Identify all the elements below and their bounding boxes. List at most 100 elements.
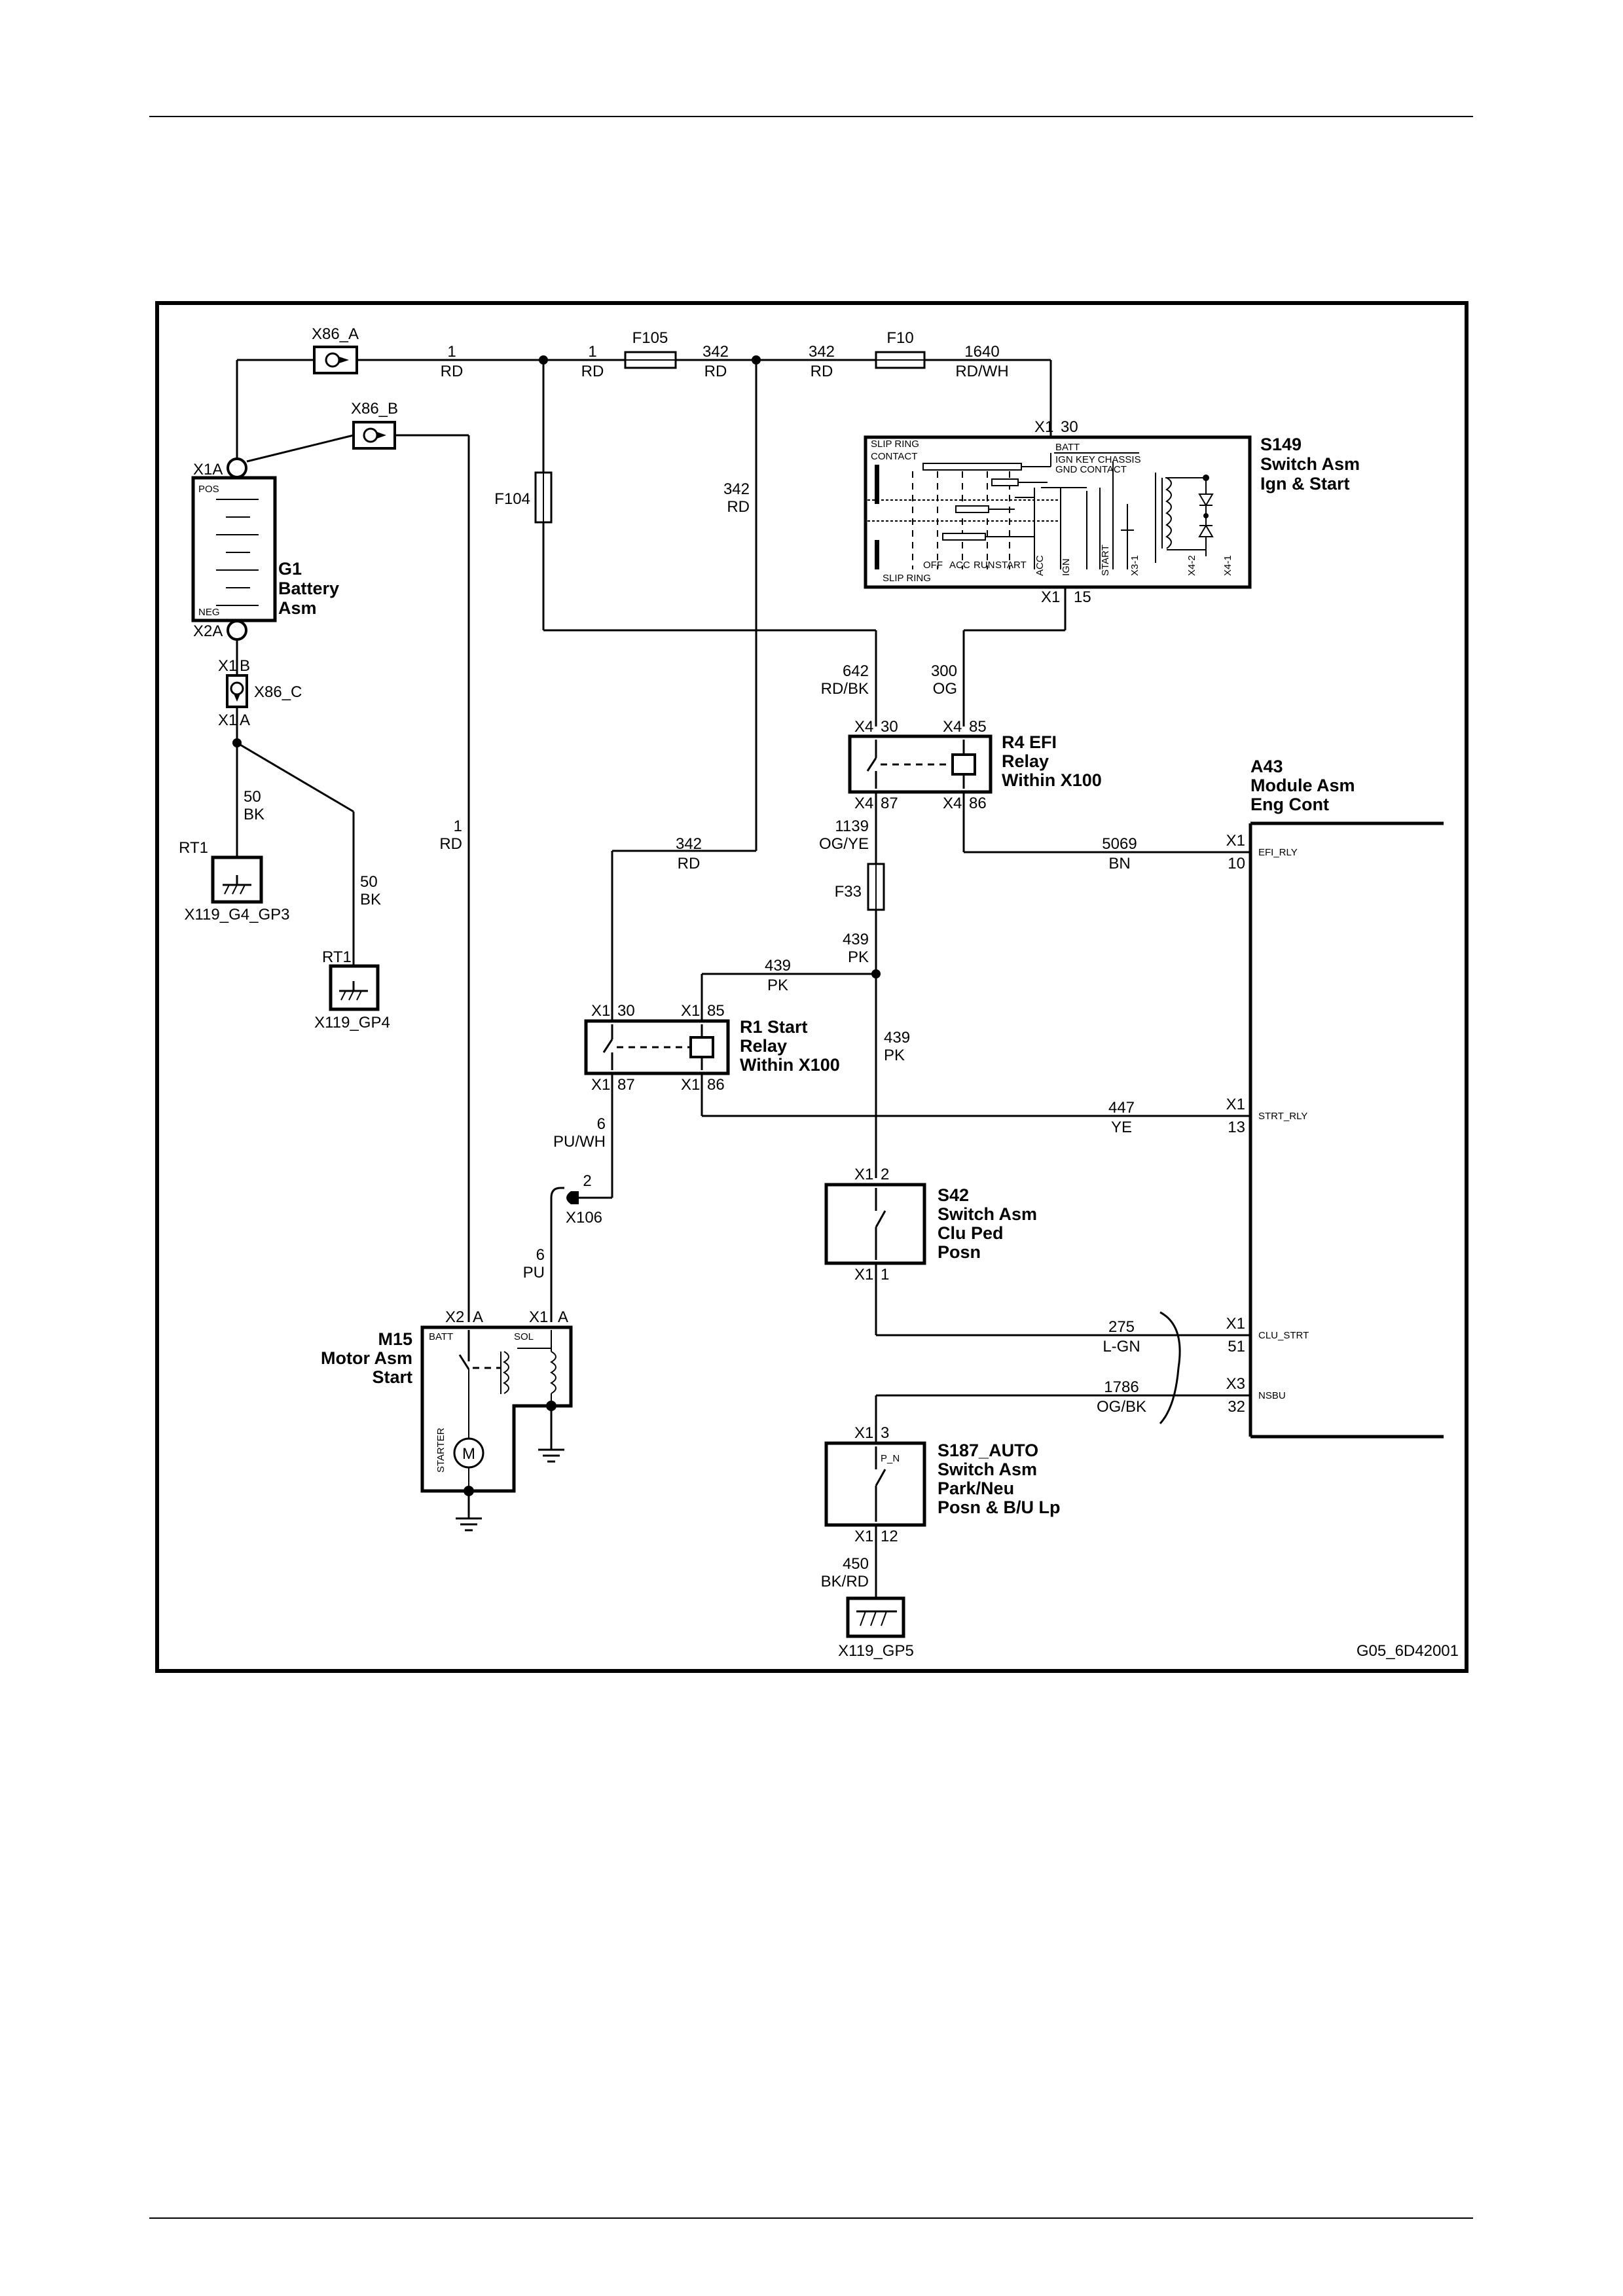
svg-text:IGN KEY CHASSIS: IGN KEY CHASSIS bbox=[1055, 454, 1141, 465]
svg-text:S149: S149 bbox=[1260, 435, 1302, 454]
svg-text:M15: M15 bbox=[378, 1329, 412, 1349]
svg-text:Switch Asm: Switch Asm bbox=[938, 1460, 1037, 1479]
svg-text:13: 13 bbox=[1228, 1119, 1245, 1136]
svg-text:X86_B: X86_B bbox=[351, 400, 398, 418]
svg-text:Posn & B/U Lp: Posn & B/U Lp bbox=[938, 1498, 1061, 1517]
wire-circuit-label: 342 bbox=[809, 343, 835, 361]
svg-text:X1: X1 bbox=[529, 1308, 548, 1326]
switch-s187: P_N X1 3 X1 12 S187_AUTO Switch Asm Park… bbox=[824, 1424, 1061, 1545]
svg-text:2: 2 bbox=[583, 1172, 591, 1190]
svg-text:Clu Ped: Clu Ped bbox=[938, 1223, 1004, 1243]
fuse-f10: F10 bbox=[875, 329, 926, 369]
svg-text:X4-2: X4-2 bbox=[1186, 555, 1197, 576]
fuse-f104: F104 bbox=[494, 471, 553, 524]
svg-text:85: 85 bbox=[707, 1002, 725, 1020]
wire-color-label: RD bbox=[727, 498, 750, 516]
svg-text:86: 86 bbox=[707, 1076, 725, 1094]
svg-text:Switch Asm: Switch Asm bbox=[938, 1204, 1037, 1224]
svg-text:SLIP RING: SLIP RING bbox=[883, 573, 931, 584]
wire-circuit-label: 447 bbox=[1108, 1099, 1135, 1117]
svg-text:30: 30 bbox=[1061, 418, 1078, 436]
wire-color-label: RD bbox=[704, 363, 727, 380]
svg-text:X1: X1 bbox=[1034, 418, 1053, 436]
splices bbox=[232, 355, 881, 978]
wire-color-label: RD bbox=[678, 855, 701, 872]
svg-text:NEG: NEG bbox=[198, 607, 220, 618]
svg-text:15: 15 bbox=[1074, 588, 1091, 606]
svg-text:Battery: Battery bbox=[278, 579, 339, 598]
wire-labels: 1 RD 1 RD 342 RD 342 RD 1640 RD/WH 342 R… bbox=[244, 343, 1146, 1590]
svg-text:A: A bbox=[473, 1308, 483, 1326]
wire-color-label: RD bbox=[439, 835, 462, 853]
svg-text:3: 3 bbox=[881, 1424, 889, 1442]
wire-color-label: RD bbox=[811, 363, 833, 380]
wire-color-label: YE bbox=[1111, 1119, 1132, 1136]
svg-text:Within X100: Within X100 bbox=[740, 1055, 840, 1075]
splice-dot bbox=[752, 355, 761, 365]
wire-color-label: BK/RD bbox=[821, 1573, 869, 1590]
svg-text:Posn: Posn bbox=[938, 1242, 981, 1262]
wire-color-label: PK bbox=[848, 948, 869, 966]
svg-text:STRT_RLY: STRT_RLY bbox=[1258, 1111, 1307, 1122]
svg-text:X1: X1 bbox=[1226, 832, 1245, 850]
svg-text:START: START bbox=[995, 560, 1027, 571]
ground-x119-gp4: RT1 X119_GP4 bbox=[314, 948, 390, 1031]
svg-text:S187_AUTO: S187_AUTO bbox=[938, 1441, 1038, 1460]
svg-text:A: A bbox=[240, 711, 250, 729]
svg-text:X86_C: X86_C bbox=[254, 683, 302, 701]
svg-text:X4: X4 bbox=[943, 795, 962, 812]
svg-text:X3: X3 bbox=[1226, 1375, 1245, 1393]
svg-text:Motor Asm: Motor Asm bbox=[321, 1348, 412, 1368]
svg-text:IGN: IGN bbox=[1061, 558, 1072, 576]
svg-text:X1: X1 bbox=[218, 657, 237, 675]
ground-x119-gp5: X119_GP5 bbox=[838, 1596, 914, 1660]
svg-text:X1: X1 bbox=[854, 1528, 873, 1545]
svg-text:S42: S42 bbox=[938, 1185, 969, 1205]
svg-text:R1 Start: R1 Start bbox=[740, 1017, 808, 1037]
svg-text:X1: X1 bbox=[591, 1076, 610, 1094]
diagram-id: G05_6D42001 bbox=[1357, 1642, 1459, 1660]
wire-circuit-label: 342 bbox=[702, 343, 729, 361]
relay-r4-efi: X4 30 X4 85 X4 87 X4 86 R4 EFI Relay Wit… bbox=[848, 718, 1102, 812]
wire-circuit-label: 439 bbox=[884, 1029, 910, 1047]
svg-text:A: A bbox=[558, 1308, 568, 1326]
wire-color-label: PK bbox=[884, 1047, 905, 1064]
wire-circuit-label: 1139 bbox=[835, 817, 869, 835]
svg-text:GND CONTACT: GND CONTACT bbox=[1055, 464, 1127, 475]
svg-text:RT1: RT1 bbox=[322, 948, 352, 966]
svg-text:30: 30 bbox=[881, 718, 898, 736]
svg-text:F33: F33 bbox=[835, 883, 862, 901]
wire-circuit-label: 50 bbox=[360, 873, 378, 891]
svg-text:X4: X4 bbox=[854, 718, 873, 736]
svg-text:87: 87 bbox=[617, 1076, 635, 1094]
svg-text:X106: X106 bbox=[566, 1209, 602, 1227]
connector-x106: 2 X106 bbox=[550, 1172, 602, 1227]
svg-text:F104: F104 bbox=[494, 490, 530, 508]
svg-text:X1: X1 bbox=[854, 1266, 873, 1283]
battery-g1: POS NEG X1A X2A G1 Battery Asm bbox=[191, 457, 339, 641]
svg-text:OFF: OFF bbox=[923, 560, 943, 571]
svg-text:CLU_STRT: CLU_STRT bbox=[1258, 1330, 1309, 1341]
wire-color-label: BK bbox=[360, 891, 381, 908]
svg-text:SLIP RING: SLIP RING bbox=[871, 439, 919, 450]
module-a43-ecm: A43 Module Asm Eng Cont X1 10 EFI_RLY X1… bbox=[1159, 757, 1444, 1439]
wire-color-label: BN bbox=[1108, 855, 1130, 872]
svg-text:X119_GP5: X119_GP5 bbox=[838, 1642, 914, 1660]
svg-text:Within X100: Within X100 bbox=[1002, 770, 1102, 790]
wire-circuit-label: 450 bbox=[843, 1555, 869, 1573]
wire-color-label: OG/BK bbox=[1097, 1398, 1146, 1416]
svg-text:BATT: BATT bbox=[1055, 442, 1080, 453]
wire-circuit-label: 1786 bbox=[1104, 1378, 1139, 1396]
svg-text:POS: POS bbox=[198, 484, 219, 495]
connector-x86-c: X86_C X1 B X1 A bbox=[218, 657, 302, 729]
svg-text:ACC: ACC bbox=[1034, 555, 1046, 576]
svg-text:Ign & Start: Ign & Start bbox=[1260, 474, 1350, 493]
svg-text:86: 86 bbox=[969, 795, 987, 812]
wire-circuit-label: 5069 bbox=[1102, 835, 1137, 853]
wire-color-label: PK bbox=[767, 977, 788, 994]
fuse-f33: F33 bbox=[835, 863, 885, 911]
splice-dot bbox=[232, 738, 242, 747]
svg-text:51: 51 bbox=[1228, 1338, 1245, 1355]
wire-color-label: RD bbox=[441, 363, 464, 380]
svg-text:X1: X1 bbox=[854, 1166, 873, 1183]
